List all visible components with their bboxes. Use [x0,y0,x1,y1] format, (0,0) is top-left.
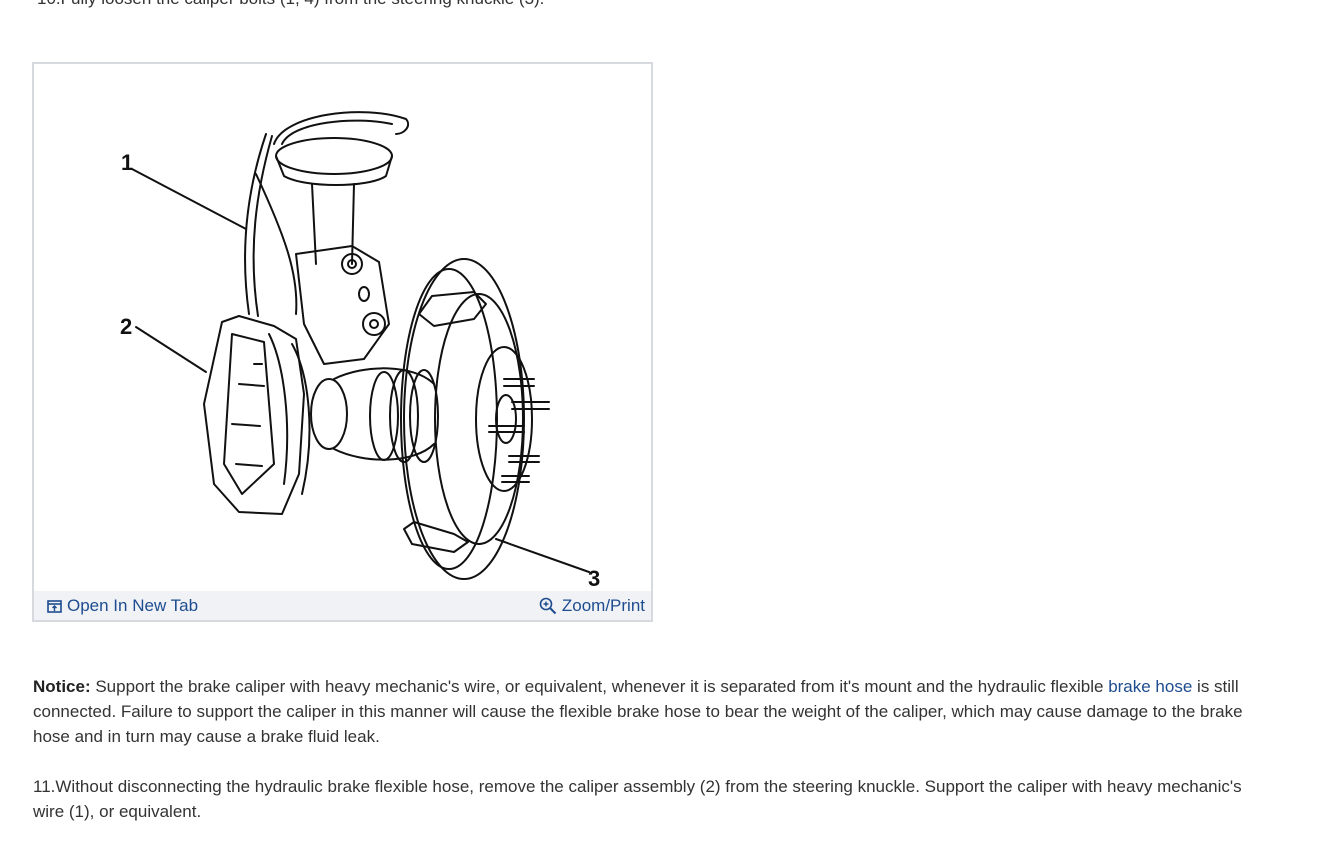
open-in-new-tab-link[interactable]: Open In New Tab [47,596,198,616]
notice-paragraph: Notice: Support the brake caliper with h… [33,674,1273,749]
callout-3: 3 [588,566,600,590]
callout-1: 1 [121,150,133,175]
step-10-text: 10.Fully loosen the caliper bolts (1, 4)… [37,0,544,9]
notice-text-before: Support the brake caliper with heavy mec… [90,677,1109,696]
callout-2: 2 [120,314,132,339]
zoom-print-link[interactable]: Zoom/Print [539,596,645,616]
brake-hose-link[interactable]: brake hose [1108,677,1193,696]
notice-label: Notice: [33,677,91,696]
notice-text-after: is still connected. Failure to support t… [33,677,1243,746]
figure-toolbar: Open In New Tab Zoom/Print [34,591,651,620]
figure-container: 1 2 3 Open In New Tab Zoom/Print [32,62,653,622]
brake-assembly-illustration[interactable]: 1 2 3 [34,64,651,590]
zoom-print-label: Zoom/Print [561,596,645,615]
magnifier-plus-icon [539,597,557,615]
open-new-tab-icon [47,599,62,613]
step-11-text: 11.Without disconnecting the hydraulic b… [33,777,1242,821]
open-in-new-tab-label: Open In New Tab [67,596,199,615]
